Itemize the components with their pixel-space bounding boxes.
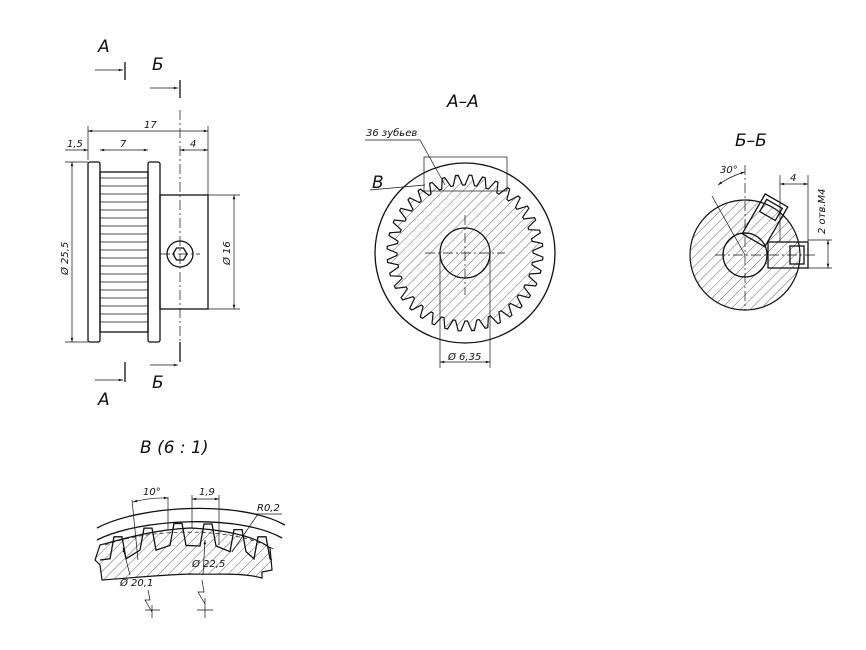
- side-view: 17 1,5 7 4 Ø 25,5 Ø 16: [59, 110, 240, 350]
- dim-screw-offset: 4: [190, 139, 196, 150]
- teeth-count-note: 36 зубьев: [366, 127, 417, 139]
- section-a-a: А–А Ø 6,35 36 зубьев В: [365, 92, 556, 368]
- dim-tooth-angle: 10°: [143, 487, 161, 498]
- detail-v-marker: В: [372, 173, 384, 193]
- dim-teeth-width: 7: [120, 139, 127, 150]
- dim-tip-diameter: Ø 22,5: [191, 558, 225, 570]
- dim-outer-diameter: Ø 25,5: [59, 242, 71, 276]
- section-a-a-title: А–А: [446, 92, 479, 112]
- detail-v-frame: [423, 156, 508, 192]
- detail-v: В (6 : 1) 10° 1,9 R0,2 Ø 20,1 Ø 22,5: [94, 438, 286, 618]
- dim-overall-length: 17: [144, 120, 157, 131]
- holes-note: 2 отв.M4: [817, 188, 828, 234]
- detail-teeth-profile: [99, 522, 273, 561]
- dim-flange-width: 1,5: [67, 139, 83, 150]
- dim-radius: R0,2: [257, 503, 280, 514]
- dim-bore-diameter: Ø 6,35: [447, 351, 481, 363]
- section-a-top-label: А: [97, 37, 110, 57]
- dim-angle: 30°: [720, 165, 738, 176]
- dim-hole-offset: 4: [790, 173, 796, 184]
- dim-root-diameter: Ø 20,1: [119, 577, 153, 589]
- section-b-bottom-label: Б: [152, 373, 164, 393]
- detail-v-title: В (6 : 1): [140, 438, 209, 458]
- dim-hub-diameter: Ø 16: [221, 241, 233, 266]
- section-b-top-label: Б: [152, 55, 164, 75]
- section-a-bottom-label: А: [97, 390, 110, 410]
- dim-pitch: 1,9: [199, 487, 215, 498]
- section-markers: А Б А Б: [95, 37, 181, 410]
- section-b-b-title: Б–Б: [735, 131, 767, 151]
- section-b-b: Б–Б 30° 4 2 отв.M4: [689, 131, 832, 311]
